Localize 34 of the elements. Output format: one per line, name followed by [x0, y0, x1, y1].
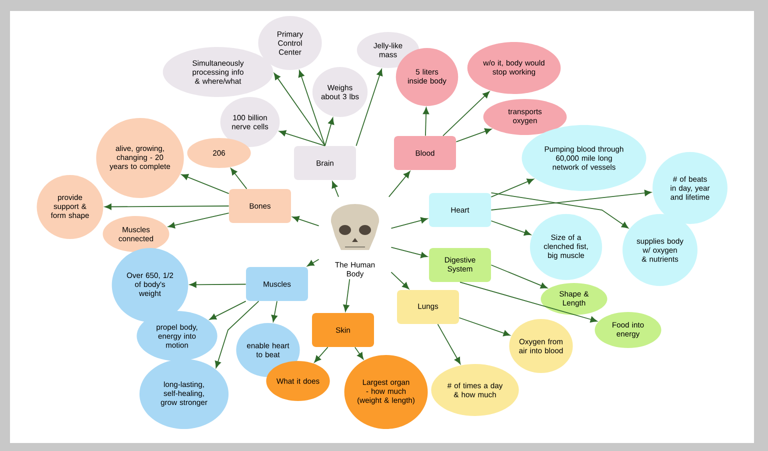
arrow	[458, 317, 510, 336]
arrow	[214, 300, 260, 368]
arrow	[442, 91, 490, 136]
arrow	[104, 204, 230, 210]
arrow	[230, 168, 248, 190]
arrow	[279, 130, 326, 146]
arrow	[460, 282, 598, 322]
arrow	[390, 246, 428, 258]
arrow	[274, 72, 326, 146]
arrow	[314, 346, 328, 363]
arrow	[490, 192, 629, 228]
arrow	[354, 346, 364, 360]
arrow	[307, 258, 320, 266]
arrow	[490, 190, 652, 210]
arrow	[490, 264, 548, 289]
arrow	[390, 217, 428, 229]
arrow	[422, 107, 430, 136]
arrow	[390, 272, 410, 290]
arrow	[490, 178, 534, 198]
arrow	[292, 216, 320, 226]
arrow	[356, 68, 383, 146]
arrow	[388, 171, 410, 198]
arrow	[298, 70, 326, 146]
arrow	[456, 128, 492, 142]
arrow	[181, 174, 230, 194]
arrow	[209, 300, 246, 320]
arrow	[332, 181, 339, 198]
arrow	[343, 278, 350, 312]
arrow	[271, 300, 278, 322]
arrow	[324, 118, 334, 146]
arrow	[190, 282, 246, 288]
arrow	[490, 220, 532, 236]
arrow	[437, 324, 461, 364]
arrow	[168, 212, 230, 228]
